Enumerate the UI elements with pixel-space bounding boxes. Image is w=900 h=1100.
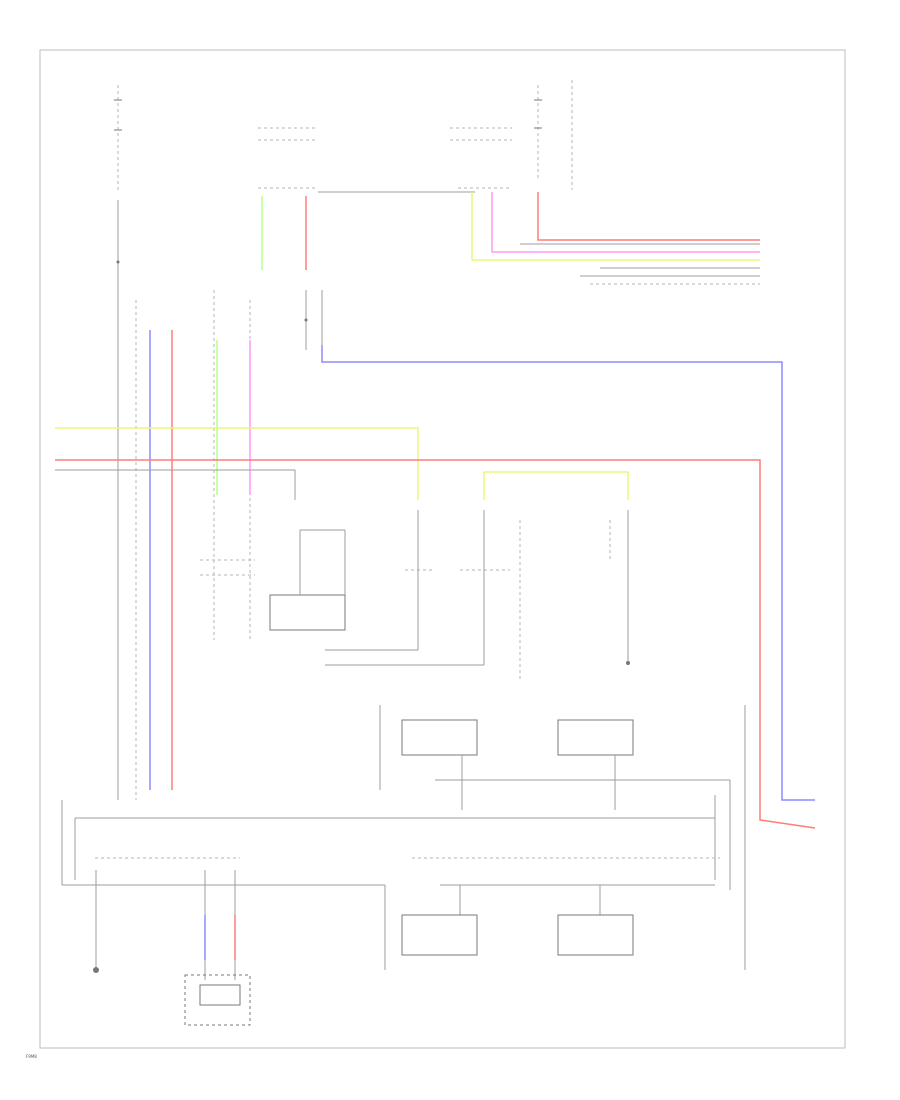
footer-code: F9M8 bbox=[26, 1054, 37, 1059]
wire-gray-horizontal bbox=[55, 469, 296, 500]
right-fuse-feed bbox=[534, 80, 573, 190]
diagram-frame bbox=[39, 49, 846, 1049]
combination-switch-left bbox=[258, 127, 475, 193]
bottom-connector-section bbox=[61, 705, 746, 1026]
wire-red-horizontal bbox=[55, 459, 816, 829]
wire-yellow-horizontal bbox=[55, 427, 419, 500]
combination-switch-right bbox=[450, 127, 512, 189]
sensor-connector-area bbox=[213, 290, 323, 640]
middle-components bbox=[200, 510, 630, 680]
wire-bundle-top-right bbox=[471, 192, 760, 285]
wire-yellow-right bbox=[483, 471, 629, 500]
wire-blue bbox=[321, 345, 815, 801]
left-fuse-feed bbox=[114, 85, 137, 800]
